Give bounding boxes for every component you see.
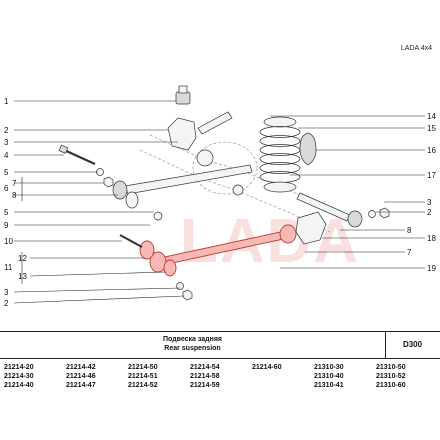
model-code: 21214-60 [252,364,282,371]
right-bracket [295,211,327,245]
leaders-left [13,100,185,304]
title-block: Подвеска задняя Rear suspension D300 [0,331,440,359]
spring-insulator [299,132,317,166]
model-code: 21214-51 [128,373,158,380]
washer-left-2 [153,211,163,221]
model-column: 21310-50 21310-52 21310-60 [376,363,406,390]
callout-10: 10 [4,237,13,246]
right-longitudinal-rod [296,192,363,228]
callout-8r: 8 [407,226,412,235]
callout-12: 12 [18,254,27,263]
brand-label: LADA 4x4 [400,45,432,52]
callout-3: 3 [4,138,9,147]
title-ru: Подвеска задняя [162,336,223,343]
title-text: Подвеска задняя Rear suspension [0,335,385,353]
callout-5b: 5 [4,208,9,217]
callout-8: 8 [12,191,17,200]
model-code: 21214-47 [66,382,96,389]
nut-right [379,207,390,219]
callout-5: 5 [4,168,9,177]
title-en: Rear suspension [164,345,221,352]
upper-longitudinal-rod [197,111,233,135]
title-divider [385,332,386,358]
model-code: 21310-40 [314,373,344,380]
callouts-left: 1 2 3 4 5 6 7 8 5 9 10 11 12 13 3 2 [4,97,27,308]
model-code: 21214-58 [190,373,220,380]
nut-lower [182,289,193,301]
callout-18: 18 [427,234,436,243]
model-column: 21214-60 [252,363,282,372]
callout-7: 7 [12,179,17,188]
model-code: 21214-50 [128,364,158,371]
callout-2r: 2 [427,208,432,217]
callout-2b: 2 [4,299,9,308]
lower-longitudinal-rod [112,164,253,209]
model-code: 21214-20 [4,364,34,371]
coil-spring [259,116,301,193]
callout-13: 13 [18,272,27,281]
model-column: 21214-50 21214-51 21214-52 [128,363,158,390]
model-code: 21214-42 [66,364,96,371]
callout-11: 11 [4,263,13,272]
model-column: 21214-42 21214-46 21214-47 [66,363,96,390]
leaders-right [270,115,425,269]
callout-15: 15 [427,124,436,133]
washer-right [368,210,376,218]
model-code: 21214-59 [190,382,220,389]
nut-left [103,176,114,188]
bump-stop [175,85,191,105]
model-code: 21310-52 [376,373,406,380]
model-column: 21310-30 21310-40 21310-41 [314,363,344,390]
model-column: 21214-54 21214-58 21214-59 [190,363,220,390]
callout-4: 4 [4,151,9,160]
model-code: 21214-30 [4,373,34,380]
callout-17: 17 [427,171,436,180]
model-code: 21310-41 [314,382,344,389]
model-column: 21214-20 21214-30 21214-40 [4,363,34,390]
model-code: 21310-60 [376,382,406,389]
model-code: 21310-30 [314,364,344,371]
callouts-right: 14 15 16 17 3 2 8 18 7 19 [407,112,436,273]
model-code: 21214-46 [66,373,96,380]
model-code: 21310-50 [376,364,406,371]
model-code: 21214-54 [190,364,220,371]
callout-14: 14 [427,112,436,121]
rear-suspension-diagram: LADA [4,85,436,308]
callout-2: 2 [4,126,9,135]
model-code: 21214-52 [128,382,158,389]
bolt-lower [119,234,143,248]
callout-1: 1 [4,97,9,106]
upper-bracket [167,117,197,151]
bolt-left [58,144,96,166]
callout-7r: 7 [407,248,412,257]
callout-16: 16 [427,146,436,155]
diagram-code: D300 [402,340,423,349]
callout-9: 9 [4,221,9,230]
panhard-rod-highlighted [139,224,297,277]
model-code: 21214-40 [4,382,34,389]
callout-3r: 3 [427,198,432,207]
callout-3b: 3 [4,288,9,297]
callout-19: 19 [427,264,436,273]
callout-6: 6 [4,184,9,193]
washer-lower [176,282,184,290]
